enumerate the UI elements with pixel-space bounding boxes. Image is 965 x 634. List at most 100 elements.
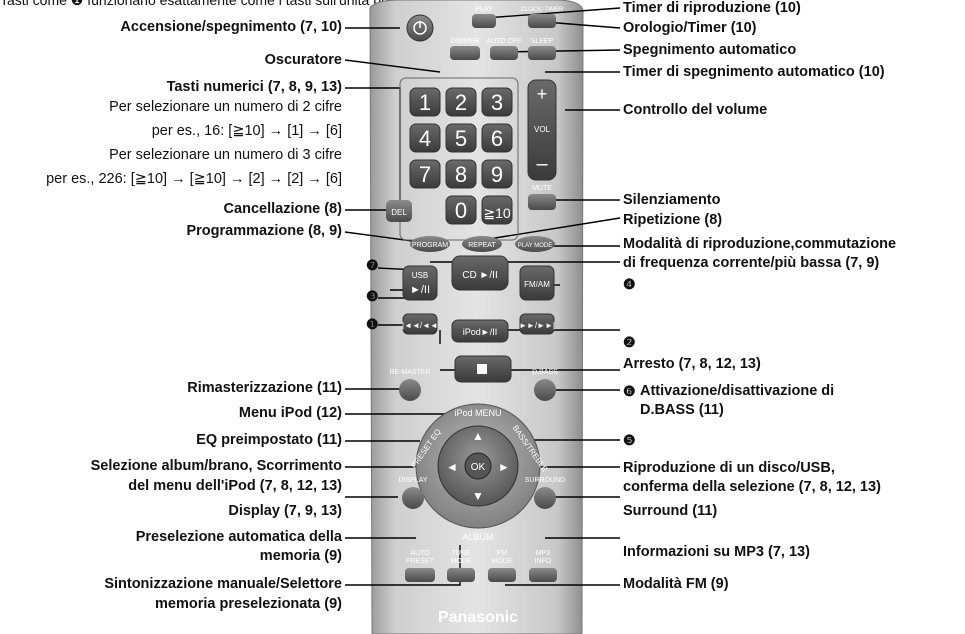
digit-button-6[interactable]	[409, 159, 441, 189]
arrow-left-icon: ◄	[446, 460, 458, 474]
label-program: Programmazione (8, 9)	[186, 223, 342, 239]
sleep-button[interactable]	[528, 46, 556, 60]
digit-button-8[interactable]	[481, 159, 513, 189]
label-album-select-1: Selezione album/brano, Scorrimento	[90, 458, 342, 474]
note-three-digit-2: per es., 226: [≧10] → [≧10] → [2] → [2] …	[46, 171, 342, 187]
surround-text: SURROUND	[525, 477, 565, 484]
digit-button-5[interactable]	[481, 123, 513, 153]
callout-1: ❶	[366, 316, 379, 332]
digit-button-0[interactable]	[409, 87, 441, 117]
repeat-button[interactable]	[462, 236, 502, 252]
digit-label-1: 2	[455, 90, 467, 115]
label-surround: Surround (11)	[623, 503, 718, 519]
mute-button[interactable]	[528, 194, 556, 210]
mp3-info-text-2: INFO	[535, 558, 552, 565]
skip-back-icon: |◄◄/◄◄	[402, 321, 438, 330]
label-preset-eq: EQ preimpostato (11)	[196, 432, 342, 448]
ok-button[interactable]	[464, 452, 492, 480]
fm-mode-button[interactable]	[488, 568, 516, 582]
dbass-button[interactable]	[534, 379, 556, 401]
digit-button-9[interactable]	[445, 195, 477, 225]
skip-forward-button[interactable]	[519, 313, 555, 335]
remaster-button[interactable]	[399, 379, 421, 401]
tune-mode-text-1: TUNE	[451, 550, 470, 557]
delete-button[interactable]	[386, 200, 412, 222]
digit-label-7: 8	[455, 162, 467, 187]
digit-label-5: 6	[491, 126, 503, 151]
clock-timer-button[interactable]	[528, 14, 556, 28]
stop-icon	[477, 364, 487, 374]
cd-text: CD ►/II	[462, 270, 497, 281]
digit-label-6: 7	[419, 162, 431, 187]
brand-logo: Panasonic	[438, 609, 518, 626]
digit-button-4[interactable]	[445, 123, 477, 153]
note-two-digit-2: per es., 16: [≧10] → [1] → [6]	[151, 123, 342, 139]
vol-text: VOL	[534, 125, 551, 134]
album-text: ALBUM	[462, 532, 493, 542]
program-button[interactable]	[410, 236, 450, 252]
digit-label-10: ≧10	[483, 205, 511, 221]
label-display: Display (7, 9, 13)	[228, 503, 342, 519]
digit-button-10[interactable]	[481, 195, 513, 225]
ipod-menu-text: iPod MENU	[454, 408, 501, 418]
digit-label-2: 3	[491, 90, 503, 115]
skip-forward-icon: ►►/►►|	[519, 321, 555, 330]
digit-label-4: 5	[455, 126, 467, 151]
play-text: PLAY	[475, 6, 493, 13]
label-play-mode-1: Modalità di riproduzione,commutazione	[623, 236, 897, 252]
ipod-play-button[interactable]	[451, 319, 509, 343]
arrow-down-icon: ▼	[472, 489, 484, 503]
cd-play-button[interactable]	[451, 255, 509, 291]
digit-button-7[interactable]	[445, 159, 477, 189]
mp3-info-text-1: MP3	[536, 550, 551, 557]
label-auto-preset-1: Preselezione automatica della	[135, 529, 342, 545]
del-text: DEL	[391, 208, 407, 217]
volume-down-icon: –	[536, 153, 548, 175]
digit-button-2[interactable]	[481, 87, 513, 117]
callout-6: ❻	[623, 383, 636, 399]
label-dbass-1: Attivazione/disattivazione di	[640, 383, 835, 399]
label-dimmer: Oscuratore	[264, 52, 342, 68]
top-caption: Tasti come ❶ funzionano esattamente come…	[0, 0, 438, 8]
usb-play-pause-icon: ►/II	[410, 284, 430, 296]
digit-button-1[interactable]	[445, 87, 477, 117]
skip-back-button[interactable]	[402, 313, 438, 335]
label-play-mode-2: di frequenza corrente/più bassa (7, 9)	[623, 255, 880, 271]
dimmer-button[interactable]	[450, 46, 480, 60]
auto-preset-button[interactable]	[405, 568, 435, 582]
play-timer-button[interactable]	[472, 14, 496, 28]
mute-text: MUTE	[532, 185, 552, 192]
clock-timer-text: CLOCK/ TIMER	[521, 7, 564, 13]
arrow-up-icon: ▲	[472, 429, 484, 443]
tune-mode-button[interactable]	[447, 568, 475, 582]
digit-button-3[interactable]	[409, 123, 441, 153]
auto-off-button[interactable]	[490, 46, 518, 60]
label-clock-timer: Orologio/Timer (10)	[623, 20, 757, 36]
note-two-digit-1: Per selezionare un numero di 2 cifre	[109, 99, 342, 115]
digit-label-9: 0	[455, 198, 467, 223]
label-ipod-menu: Menu iPod (12)	[238, 405, 342, 421]
digit-label-8: 9	[491, 162, 503, 187]
label-repeat: Ripetizione (8)	[623, 212, 723, 228]
label-delete: Cancellazione (8)	[223, 201, 342, 217]
digit-label-3: 4	[419, 126, 431, 151]
label-power: Accensione/spegnimento (7, 10)	[120, 19, 342, 35]
volume-rocker[interactable]	[527, 79, 557, 181]
play-mode-text: PLAY MODE	[518, 243, 552, 249]
digit-label-0: 1	[419, 90, 431, 115]
label-volume: Controllo del volume	[623, 102, 768, 118]
label-album-select-2: del menu dell'iPod (7, 8, 12, 13)	[128, 478, 342, 494]
callout-3: ❸	[366, 288, 379, 304]
surround-button[interactable]	[534, 487, 556, 509]
usb-play-button[interactable]	[402, 265, 438, 301]
repeat-text: REPEAT	[468, 242, 496, 249]
volume-up-icon: +	[537, 84, 548, 104]
mp3-info-button[interactable]	[529, 568, 557, 582]
fm-am-button[interactable]	[519, 265, 555, 301]
label-sleep: Timer di spegnimento automatico (10)	[623, 64, 885, 80]
play-mode-button[interactable]	[515, 236, 555, 252]
arrow-right-icon: ►	[498, 460, 510, 474]
display-button[interactable]	[402, 487, 424, 509]
